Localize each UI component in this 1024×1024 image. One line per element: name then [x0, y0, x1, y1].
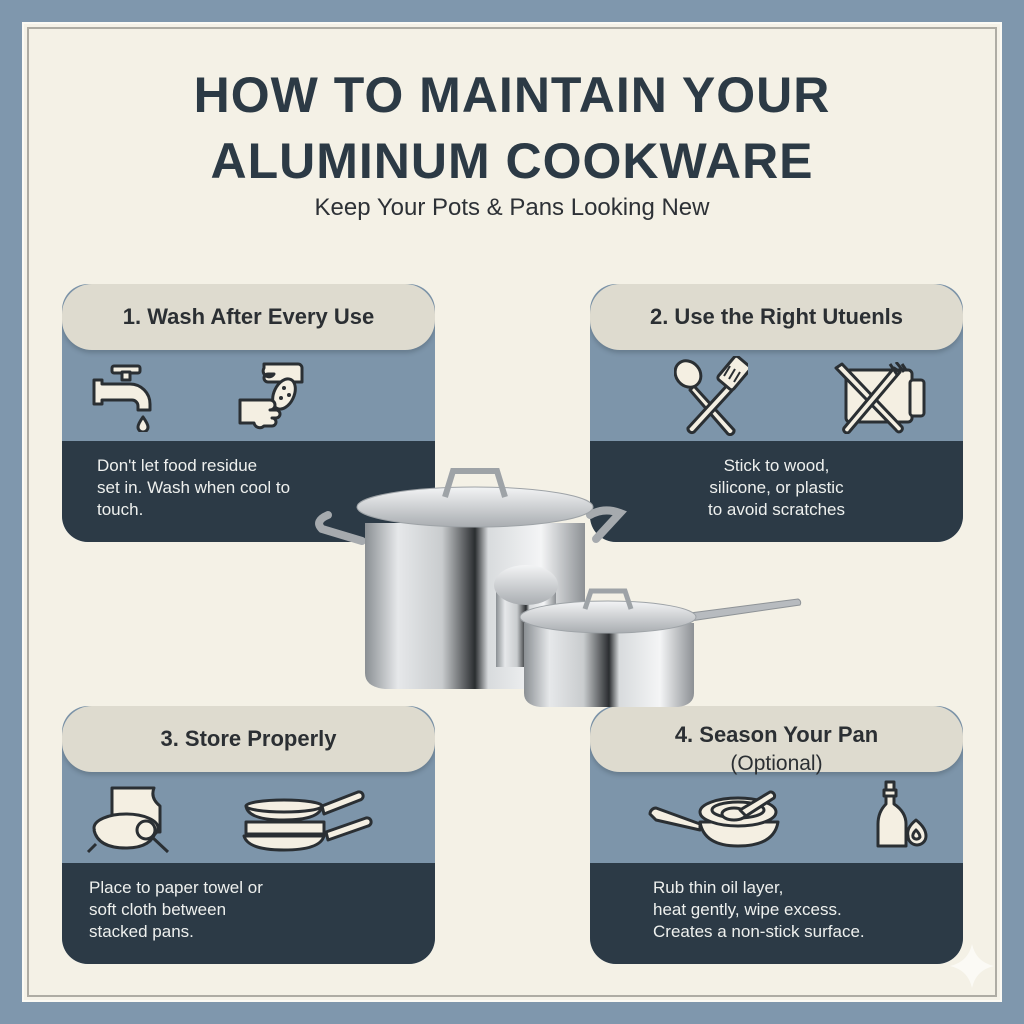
tip-card-store: 3. Store Properly Place to paper towel o…	[62, 706, 435, 964]
title-line-2: ALUMINUM COOKWARE	[210, 133, 814, 189]
no-metal-fork-icon	[834, 362, 926, 434]
body-line: Rub thin oil layer,	[653, 878, 784, 897]
body-line: Creates a non-stick surface.	[653, 922, 865, 941]
body-line: stacked pans.	[89, 922, 194, 941]
spoon-spatula-crossed-icon	[674, 356, 748, 436]
card-heading: 2. Use the Right Utuenls	[649, 304, 904, 329]
body-line: heat gently, wipe excess.	[653, 900, 842, 919]
card-body: Stick to wood, silicone, or plastic to a…	[590, 455, 963, 521]
oil-bottle-flame-icon	[876, 780, 928, 848]
sparkle-icon	[950, 944, 994, 988]
card-body: Rub thin oil layer, heat gently, wipe ex…	[653, 877, 865, 943]
body-line: Stick to wood,	[723, 456, 830, 475]
hands-washing-sponge-icon	[238, 362, 304, 430]
body-line: silicone, or plastic	[709, 478, 844, 497]
body-line: Don't let food residue	[97, 456, 258, 475]
faucet-icon	[92, 364, 152, 432]
card-header: 1. Wash After Every Use	[62, 284, 435, 350]
tip-card-utensils: 2. Use the Right Utuenls Stick to wood, …	[590, 284, 963, 542]
body-line: to avoid scratches	[707, 500, 845, 519]
card-header: 2. Use the Right Utuenls	[590, 284, 963, 350]
card-header: 3. Store Properly	[62, 706, 435, 772]
card-body: Don't let food residue set in. Wash when…	[97, 455, 290, 521]
pan-oil-brush-icon	[648, 790, 780, 848]
body-line: set in. Wash when cool to	[97, 478, 291, 497]
card-text-band: Place to paper towel or soft cloth betwe…	[62, 863, 435, 964]
card-subheading: (Optional)	[730, 752, 823, 775]
body-line: soft cloth between	[89, 900, 227, 919]
body-line: touch.	[97, 500, 144, 519]
stacked-pans-icon	[242, 790, 373, 852]
page-title: HOW TO MAINTAIN YOUR ALUMINUM COOKWARE	[0, 66, 1024, 190]
card-heading: 1. Wash After Every Use	[122, 304, 375, 329]
card-heading: 3. Store Properly	[160, 726, 337, 751]
card-text-band: Rub thin oil layer, heat gently, wipe ex…	[590, 863, 963, 964]
card-body: Place to paper towel or soft cloth betwe…	[89, 877, 263, 943]
page-subtitle: Keep Your Pots & Pans Looking New	[314, 194, 710, 221]
cookware-illustration	[315, 468, 802, 707]
saucepan	[519, 588, 802, 707]
tip-card-wash: 1. Wash After Every Use Don't let food r…	[62, 284, 435, 542]
card-header: 4. Season Your Pan	[590, 706, 963, 772]
body-line: Place to paper towel or	[89, 878, 263, 897]
card-text-band: Stick to wood, silicone, or plastic to a…	[590, 441, 963, 542]
tip-card-season: 4. Season Your Pan (Optional) Rub thin o…	[590, 706, 963, 964]
card-heading: 4. Season Your Pan	[674, 722, 879, 747]
title-line-1: HOW TO MAINTAIN YOUR	[193, 67, 831, 123]
pan-paper-towel-icon	[86, 786, 170, 854]
